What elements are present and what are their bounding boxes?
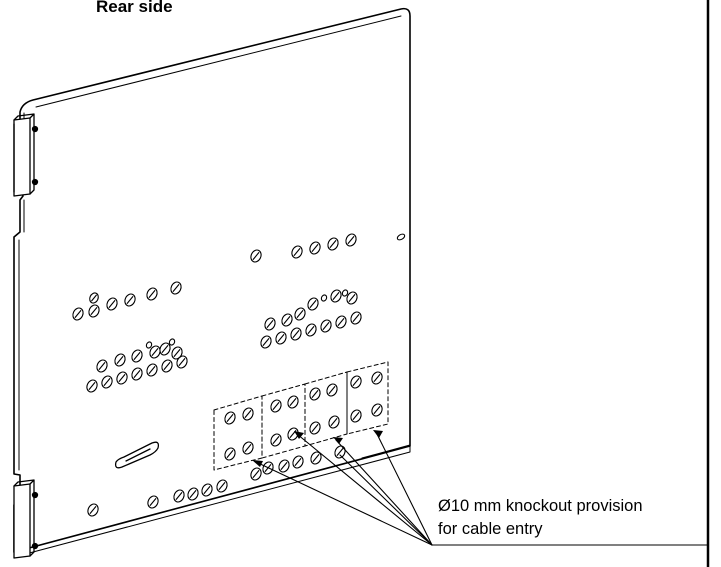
knockout-hole (101, 375, 113, 389)
knockout-hole (330, 289, 342, 303)
knockout-hole (149, 345, 161, 359)
knockout-hole (216, 479, 228, 493)
knockout-zones (213, 361, 389, 471)
knockout-hole (328, 415, 340, 429)
knockout-hole (242, 407, 254, 421)
knockout-hole (116, 371, 128, 385)
knockout-hole (292, 455, 304, 469)
knockout-hole (147, 495, 159, 509)
knockout-hole (309, 241, 321, 255)
knockout-holes (72, 233, 383, 517)
knockout-hole (309, 387, 321, 401)
knockout-hole (88, 304, 100, 318)
knockout-hole (334, 445, 346, 459)
leader-lines (255, 433, 709, 546)
knockout-hole (168, 338, 176, 346)
knockout-hole (281, 313, 293, 327)
knockout-hole (201, 483, 213, 497)
knockout-hole (291, 245, 303, 259)
knockout-hole (145, 341, 153, 349)
knockout-hole (371, 403, 383, 417)
knockout-hole (350, 409, 362, 423)
knockout-hole (187, 487, 199, 501)
knockout-hole (335, 315, 347, 329)
knockout-hole (161, 359, 173, 373)
knockout-hole (89, 292, 99, 304)
panel-plate (13, 7, 411, 557)
knockout-hole (250, 249, 262, 263)
knockout-callout: Ø10 mm knockout provision for cable entr… (438, 495, 643, 541)
knockout-hole (114, 353, 126, 367)
knockout-hole (106, 297, 118, 311)
knockout-hole (86, 379, 98, 393)
knockout-hole (275, 331, 287, 345)
small-slot-hole (396, 233, 406, 241)
knockout-hole (250, 467, 262, 481)
knockout-hole (171, 346, 183, 360)
knockout-hole (346, 291, 358, 305)
knockout-hole (327, 237, 339, 251)
callout-line-2: for cable entry (438, 520, 543, 538)
knockout-hole (72, 307, 84, 321)
callout-line-1: Ø10 mm knockout provision (438, 497, 643, 515)
knockout-hole (224, 411, 236, 425)
knockout-hole (350, 311, 362, 325)
cable-slot (114, 441, 160, 469)
knockout-hole (320, 319, 332, 333)
knockout-hole (173, 489, 185, 503)
knockout-hole (309, 421, 321, 435)
knockout-hole (350, 375, 362, 389)
knockout-hole (96, 359, 108, 373)
knockout-hole (146, 287, 158, 301)
knockout-hole (290, 327, 302, 341)
knockout-hole (278, 459, 290, 473)
hinge-bottom (13, 479, 39, 559)
hinge-top (13, 113, 39, 197)
knockout-hole (326, 383, 338, 397)
knockout-hole (224, 447, 236, 461)
knockout-hole (159, 342, 171, 356)
knockout-hole (287, 395, 299, 409)
knockout-hole (270, 399, 282, 413)
knockout-hole (307, 297, 319, 311)
knockout-hole (176, 355, 188, 369)
knockout-hole (341, 289, 349, 297)
knockout-hole (270, 433, 282, 447)
knockout-hole (131, 367, 143, 381)
leader-arrowheads (252, 430, 383, 467)
knockout-hole (124, 293, 136, 307)
knockout-hole (146, 363, 158, 377)
knockout-hole (294, 307, 306, 321)
knockout-hole (131, 349, 143, 363)
diagram-title: Rear side (96, 0, 173, 16)
knockout-hole (320, 294, 328, 302)
knockout-hole (260, 335, 272, 349)
knockout-hole (345, 233, 357, 247)
knockout-hole (305, 323, 317, 337)
knockout-hole (371, 371, 383, 385)
knockout-hole (87, 503, 99, 517)
knockout-hole (310, 451, 322, 465)
knockout-hole (264, 317, 276, 331)
knockout-hole (242, 441, 254, 455)
knockout-hole (170, 281, 182, 295)
